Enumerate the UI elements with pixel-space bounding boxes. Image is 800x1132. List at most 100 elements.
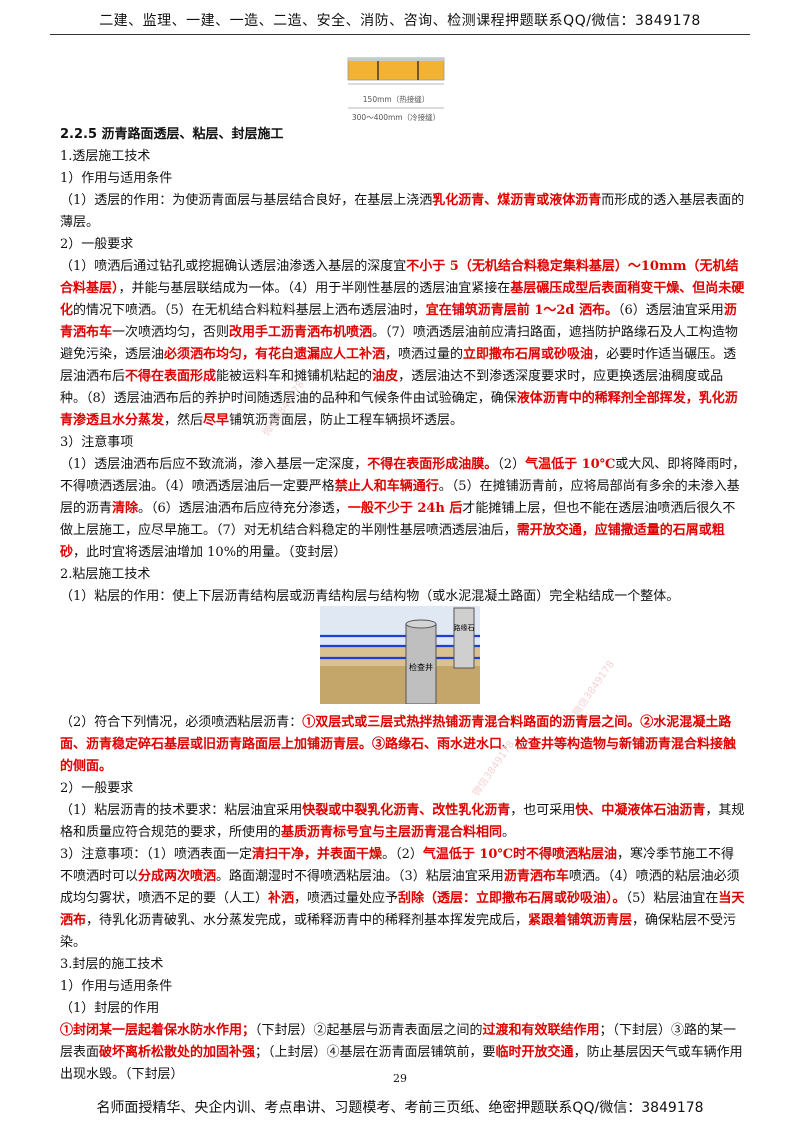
- highlighted-text: 需开放交通，应铺撒适量的石屑或粗砂: [60, 523, 725, 560]
- highlighted-text: 过渡和有效联结作用: [482, 1023, 600, 1038]
- section-text-lower: （2）符合下列情况，必须喷洒粘层沥青：①双层式或三层式热拌热铺沥青混合料路面的沥…: [60, 712, 746, 1086]
- text-run: ，喷洒过量处应予: [294, 891, 399, 906]
- paragraph: 3）注意事项: [60, 432, 746, 454]
- text-run: 。（5）在摊铺沥青前，应将局部尚有多余的未渗入基层的沥青: [60, 479, 740, 516]
- highlighted-text: 不小于 5（无机结合料稳定集料基层）～10mm（无机结合料基层）: [60, 259, 739, 296]
- paragraph: （1）透层的作用：为使沥青面层与基层结合良好，在基层上浇洒乳化沥青、煤沥青或液体…: [60, 190, 746, 234]
- highlighted-text: 禁止人和车辆通行: [334, 479, 439, 494]
- joint-diagram: 150mm（热接缝） 300～400mm（冷接缝）: [347, 57, 445, 122]
- text-run: ；（下封层）③路的某一层表面: [60, 1023, 737, 1060]
- paragraph: 3.封层的施工技术: [60, 954, 746, 976]
- text-run: 铺筑沥青面层，防止工程车辆损坏透层。: [229, 413, 464, 428]
- text-run: 1）作用与适用条件: [60, 979, 173, 994]
- text-run: 2）一般要求: [60, 781, 134, 796]
- highlighted-text: 气温低于 10℃时不得喷洒粘层油: [422, 847, 618, 862]
- text-run: （2）符合下列情况，必须喷洒粘层沥青：: [60, 715, 303, 730]
- text-run: 。: [502, 825, 516, 840]
- paragraph: 1）作用与适用条件: [60, 976, 746, 998]
- text-run: 3）注意事项: [60, 435, 134, 450]
- text-run: 能被运料车和摊铺机粘起的: [216, 369, 373, 384]
- highlighted-text: 改用手工沥青洒布机喷洒: [229, 325, 373, 340]
- highlighted-text: 必须洒布均匀，有花白遗漏应人工补洒: [164, 347, 386, 362]
- figure1-label-hot: 150mm（热接缝）: [363, 94, 429, 104]
- text-run: （1）粘层沥青的技术要求：粘层油宜采用: [60, 803, 303, 818]
- highlighted-text: 刮除（透层：立即撒布石屑或砂吸油）。: [398, 891, 626, 906]
- paragraph: ①封闭某一层起着保水防水作用；（下封层）②起基层与沥青表面层之间的过渡和有效联结…: [60, 1020, 746, 1086]
- text-run: ，其规格和质量应符合规范的要求，所使用的: [60, 803, 745, 840]
- text-run: ，确保粘层不受污染。: [60, 913, 737, 950]
- text-run: （5）粘层油宜在: [625, 891, 719, 906]
- page-number: 29: [393, 1072, 407, 1085]
- text-run: 。（7）喷洒透层油前应清扫路面，遮挡防护路缘石及人工构造物避免污染，透层油: [60, 325, 738, 362]
- text-run: ，也可采用: [510, 803, 576, 818]
- figure2-curb-label: 路缘石: [454, 623, 475, 632]
- paragraph: （1）粘层的作用：使上下层沥青结构层或沥青结构层与结构物（或水泥混凝土路面）完全…: [60, 586, 746, 608]
- text-run: 。（6）透层油洒布后应待充分渗透，: [138, 501, 348, 516]
- text-run: ，然后: [164, 413, 204, 428]
- highlighted-text: 不得在表面形成油膜。: [367, 457, 498, 472]
- highlighted-text: 尽早: [203, 413, 230, 428]
- highlighted-text: 一般不少于 24h 后: [347, 501, 463, 516]
- text-run: 一次喷洒均匀，否则: [112, 325, 230, 340]
- highlighted-text: 快、中凝液体石油沥青: [575, 803, 706, 818]
- text-run: （1）粘层的作用：使上下层沥青结构层或沥青结构层与结构物（或水泥混凝土路面）完全…: [60, 589, 680, 604]
- highlighted-text: 清除: [112, 501, 139, 516]
- text-run: ，并能与基层联结成为一体。（4）用于半刚性基层的透层油宜紧接在: [118, 281, 511, 296]
- text-run: ，喷洒过量的: [385, 347, 464, 362]
- tack-coat-diagram: 检查井 路缘石: [320, 606, 480, 704]
- text-run: 3.封层的施工技术: [60, 957, 164, 972]
- section-heading: 2.2.5 沥青路面透层、粘层、封层施工: [60, 124, 746, 146]
- text-run: 2.2.5 沥青路面透层、粘层、封层施工: [60, 127, 284, 142]
- text-run: （下封层）②起基层与沥青表面层之间的: [255, 1023, 483, 1038]
- paragraph: 2）一般要求: [60, 234, 746, 256]
- text-run: （1）喷洒后通过钻孔或挖掘确认透层油渗透入基层的深度宜: [60, 259, 407, 274]
- text-run: （1）透层的作用：为使沥青面层与基层结合良好，在基层上浇洒: [60, 193, 433, 208]
- watermark-2: 微信3849178: [570, 659, 617, 719]
- highlighted-text: 基层碾压成型后表面稍变干燥、但尚未硬化: [60, 281, 745, 318]
- text-run: 3）注意事项：（1）喷洒表面一定: [60, 847, 253, 862]
- paragraph: （1）喷洒后通过钻孔或挖掘确认透层油渗透入基层的深度宜不小于 5（无机结合料稳定…: [60, 256, 746, 432]
- figure2-well-label: 检查井: [409, 662, 433, 672]
- text-run: 。（2）: [382, 847, 423, 862]
- highlighted-text: 气温低于 10℃: [525, 457, 616, 472]
- text-run: ，防止基层因天气或车辆作用出现水毁。（下封层）: [60, 1045, 743, 1082]
- text-run: ；（上封层）④基层在沥青面层铺筑前，要: [255, 1045, 496, 1060]
- text-run: ，此时宜将透层油增加 10%的用量。（变封层）: [73, 545, 347, 560]
- text-run: 而形成的透入基层表面的薄层。: [60, 193, 745, 230]
- paragraph: （1）封层的作用: [60, 998, 746, 1020]
- highlighted-text: 沥青洒布车: [503, 869, 569, 884]
- highlighted-text: ①双层式或三层式热拌热铺沥青混合料路面的沥青层之间。②水泥混凝土路面、沥青稳定碎…: [60, 715, 737, 774]
- text-run: 或大风、即将降雨时，不得喷洒透层油。（4）喷洒透层油后一定要严格: [60, 457, 746, 494]
- highlighted-text: 补洒: [268, 891, 295, 906]
- text-run: 1.透层施工技术: [60, 149, 151, 164]
- highlighted-text: 分成两次喷洒: [138, 869, 217, 884]
- text-run: （6）透层油宜采用: [618, 303, 724, 318]
- paragraph: （2）符合下列情况，必须喷洒粘层沥青：①双层式或三层式热拌热铺沥青混合料路面的沥…: [60, 712, 746, 778]
- highlighted-text: 紧跟着铺筑沥青层: [528, 913, 633, 928]
- highlighted-text: 立即撒布石屑或砂吸油: [463, 347, 594, 362]
- highlighted-text: 沥青洒布车: [60, 303, 737, 340]
- highlighted-text: 当天洒布: [60, 891, 745, 928]
- paragraph: 2）一般要求: [60, 778, 746, 800]
- text-run: （2）: [497, 457, 526, 472]
- highlighted-text: 临时开放交通: [495, 1045, 574, 1060]
- text-run: 才能摊铺上层，但也不能在透层油喷洒后很久不做上层施工，应尽早施工。（7）对无机结…: [60, 501, 736, 538]
- page-header: 二建、监理、一建、一造、二造、安全、消防、咨询、检测课程押题联系QQ/微信：38…: [99, 13, 701, 29]
- section-text-upper: 2.2.5 沥青路面透层、粘层、封层施工 1.透层施工技术 1）作用与适用条件 （1）…: [60, 124, 746, 608]
- text-run: ，待乳化沥青破乳、水分蒸发完成，或稀释沥青中的稀释剂基本挥发完成后，: [86, 913, 529, 928]
- page-footer: 名师面授精华、央企内训、考点串讲、习题模考、考前三页纸、绝密押题联系QQ/微信：…: [96, 1100, 704, 1116]
- text-run: ，寒冷季节施工不得不喷洒时可以: [60, 847, 735, 884]
- paragraph: （1）透层油洒布后应不致流淌，渗入基层一定深度，不得在表面形成油膜。（2）气温低…: [60, 454, 746, 564]
- highlighted-text: 快裂或中裂乳化沥青、改性乳化沥青: [302, 803, 511, 818]
- highlighted-text: 清扫干净，并表面干燥: [252, 847, 383, 862]
- paragraph: 3）注意事项：（1）喷洒表面一定清扫干净，并表面干燥。（2）气温低于 10℃时不…: [60, 844, 746, 954]
- highlighted-text: 不得在表面形成: [125, 369, 217, 384]
- text-run: ，必要时作适当碾压。透层油洒布后: [60, 347, 737, 384]
- paragraph: 2.粘层施工技术: [60, 564, 746, 586]
- figure1-label-cold: 300～400mm（冷接缝）: [352, 112, 440, 122]
- text-run: 1）作用与适用条件: [60, 171, 173, 186]
- paragraph: 1）作用与适用条件: [60, 168, 746, 190]
- paragraph: （1）粘层沥青的技术要求：粘层油宜采用快裂或中裂乳化沥青、改性乳化沥青，也可采用…: [60, 800, 746, 844]
- header-rule: [50, 34, 750, 35]
- text-run: （1）封层的作用: [60, 1001, 160, 1016]
